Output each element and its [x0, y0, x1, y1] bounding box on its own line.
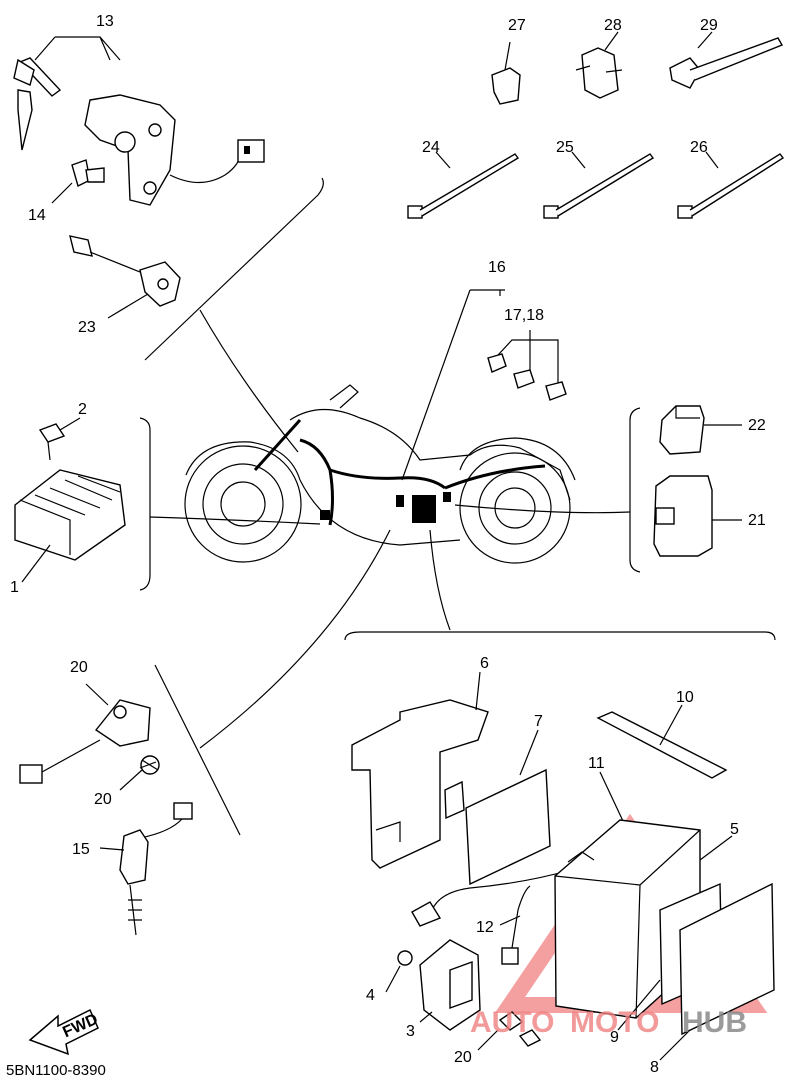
part-28-clamp[interactable]	[575, 31, 623, 99]
callout-6: 6	[480, 655, 489, 672]
part-15-switch[interactable]	[99, 802, 193, 936]
part-2-bolt[interactable]	[38, 417, 81, 461]
part-20-screw-lower[interactable]	[477, 1011, 542, 1051]
part-17-18-fuses[interactable]	[487, 330, 567, 401]
part-14-screw[interactable]	[51, 159, 105, 204]
callout-3: 3	[406, 1023, 415, 1040]
callout-22: 22	[748, 417, 766, 434]
leader-lines	[139, 177, 776, 836]
callout-29: 29	[700, 17, 718, 34]
watermark-auto: AUTO	[470, 1006, 554, 1039]
callout-20-lower: 20	[454, 1049, 472, 1066]
part-26-cable-tie[interactable]	[677, 151, 785, 219]
callout-23: 23	[78, 319, 96, 336]
callout-11: 11	[588, 755, 605, 772]
callout-4: 4	[366, 987, 375, 1004]
callout-14: 14	[28, 207, 46, 224]
callout-15: 15	[72, 841, 90, 858]
part-3-relay[interactable]	[419, 939, 481, 1031]
part-23-sensor[interactable]	[69, 235, 181, 319]
part-4-screw[interactable]	[385, 950, 413, 993]
part-6-battery-box[interactable]	[351, 671, 489, 869]
watermark-hub: HUB	[682, 1006, 747, 1039]
part-1-rectifier[interactable]	[14, 469, 126, 583]
callout-13: 13	[96, 13, 114, 30]
callout-7: 7	[534, 713, 543, 730]
part-25-cable-tie[interactable]	[543, 151, 655, 219]
part-27-clamp[interactable]	[491, 41, 521, 105]
part-8-plate[interactable]	[659, 882, 775, 1061]
callout-5: 5	[730, 821, 739, 838]
part-20-screw-upper[interactable]	[119, 755, 160, 791]
part-10-band[interactable]	[596, 704, 728, 779]
fwd-arrow-icon: FWD	[28, 1008, 101, 1056]
part-19-sensor[interactable]	[19, 683, 151, 784]
part-code: 5BN1100-8390	[6, 1062, 106, 1079]
callout-25: 25	[556, 139, 574, 156]
callout-26: 26	[690, 139, 708, 156]
callout-28: 28	[604, 17, 622, 34]
part-13-main-switch[interactable]	[13, 36, 265, 206]
part-24-cable-tie[interactable]	[407, 151, 520, 219]
callout-24: 24	[422, 139, 440, 156]
callout-12: 12	[476, 919, 494, 936]
callout-17-18: 17,18	[504, 307, 544, 324]
callout-8: 8	[650, 1059, 659, 1076]
part-12-cable[interactable]	[499, 885, 531, 965]
callout-10: 10	[676, 689, 694, 706]
callout-2: 2	[78, 401, 87, 418]
callout-16: 16	[488, 259, 506, 276]
part-22-relay[interactable]	[659, 405, 742, 455]
motorcycle-illustration	[184, 384, 576, 564]
callout-27: 27	[508, 17, 526, 34]
callout-19: 20	[70, 659, 88, 676]
callout-9: 9	[610, 1029, 619, 1046]
callout-21: 21	[748, 512, 766, 529]
callout-labels: 13 14 23 2 1 27 28 29 24 25 26 16 17,18 …	[10, 13, 766, 1076]
watermark-text: AUTO MOTO HUB	[470, 1006, 747, 1039]
callout-1: 1	[10, 579, 19, 596]
part-29-band[interactable]	[669, 31, 784, 89]
callout-20-upper: 20	[94, 791, 112, 808]
part-7-plate[interactable]	[465, 729, 551, 886]
part-21-relay[interactable]	[653, 475, 742, 557]
watermark-moto: MOTO	[570, 1006, 659, 1039]
